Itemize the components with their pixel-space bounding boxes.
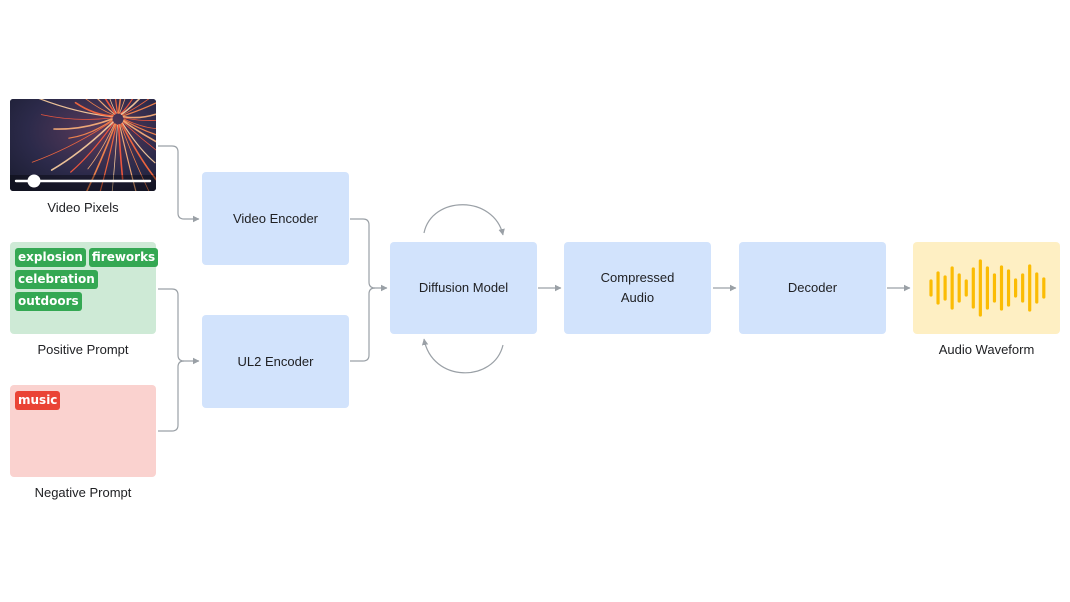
positive-prompt-box: explosion fireworks celebration outdoors [10,242,159,334]
firework-streak [123,118,156,130]
firework-streak [123,117,156,121]
firework-streak [117,124,124,180]
firework-streak [121,122,156,164]
firework-streak [122,99,150,116]
firework-streak [111,124,118,191]
firework-streak [85,99,114,116]
connector-positive-to-ul2 [158,288,200,365]
compressed-audio-node: Compressed Audio [564,242,711,334]
video-pixels-caption: Video Pixels [47,200,119,215]
video-encoder-label: Video Encoder [232,210,319,226]
connector-videoenc-to-diffusion [350,218,388,292]
firework-streak [122,113,156,119]
fireworks-image [10,99,156,191]
ul2-encoder-node: UL2 Encoder [202,315,349,408]
firework-streak [122,121,156,151]
firework-streak [68,119,113,139]
firework-streak [40,114,113,120]
loop-top-icon [423,204,505,236]
tag-celebration: celebration [15,270,98,289]
firework-streak [120,122,156,181]
video-scrubber-handle [27,174,41,188]
firework-streak [87,123,115,170]
firework-streak [99,124,117,191]
firework-streak [120,99,134,115]
decoder-node: Decoder [739,242,886,334]
loop-bottom-icon [421,338,504,374]
tag-explosion: explosion [15,248,86,267]
audio-waveform-icon [929,259,1046,317]
audio-waveform-box [913,242,1060,334]
firework-streak [119,124,137,191]
positive-prompt-caption: Positive Prompt [37,342,129,357]
connector-negative-to-ul2 [158,360,185,432]
firework-streak [31,120,113,163]
firework-streak [122,102,156,117]
video-thumbnail [10,99,156,191]
compressed-audio-label: Compressed Audio [600,270,675,305]
firework-streak [114,99,119,114]
ul2-encoder-label: UL2 Encoder [237,353,314,369]
tag-music: music [15,391,61,410]
connector-video-to-encoder [158,145,200,223]
video-encoder-node: Video Encoder [202,172,349,265]
firework-streak [50,121,114,171]
firework-streak [97,99,115,115]
negative-prompt-box: music [10,385,156,477]
firework-streak [38,99,114,118]
firework-streak [117,99,122,114]
audio-waveform-caption: Audio Waveform [938,342,1035,357]
diffusion-model-label: Diffusion Model [418,280,509,295]
firework-streak [120,99,141,116]
connector-ul2-to-diffusion [350,287,376,362]
firework-streak [109,99,117,114]
tag-fireworks: fireworks [88,248,159,267]
firework-streak [70,122,115,173]
decoder-label: Decoder [787,280,838,295]
firework-streak [123,119,156,136]
firework-streak [74,101,114,117]
negative-prompt-caption: Negative Prompt [34,485,132,500]
firework-streak [104,99,117,115]
firework-streak [120,123,150,191]
firework-streak [119,99,126,114]
firework-streak [53,118,113,130]
diffusion-model-node: Diffusion Model [390,242,537,334]
firework-streak [122,120,156,143]
firework-streak [86,123,117,191]
tag-outdoors: outdoors [15,292,82,311]
